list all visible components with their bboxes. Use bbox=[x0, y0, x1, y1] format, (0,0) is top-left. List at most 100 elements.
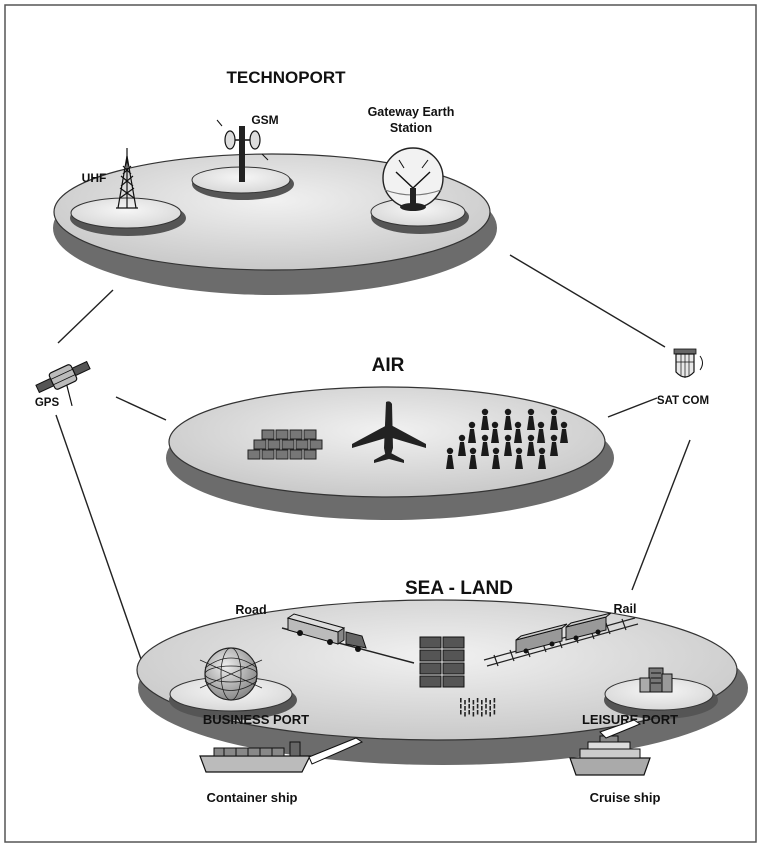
passenger-body bbox=[491, 429, 499, 443]
passenger-head bbox=[468, 421, 476, 429]
uhf-label: UHF bbox=[82, 171, 107, 185]
passenger-body bbox=[550, 416, 558, 430]
passenger-head bbox=[527, 434, 535, 442]
link-satcom-sealand bbox=[631, 439, 691, 591]
passenger-head bbox=[537, 421, 545, 429]
worker-figure bbox=[468, 698, 470, 703]
passenger-body bbox=[538, 455, 546, 469]
passenger-body bbox=[458, 442, 466, 456]
worker-figure bbox=[464, 712, 466, 717]
gateway-label-line1: Gateway Earth bbox=[368, 105, 455, 119]
worker-figure bbox=[468, 710, 470, 715]
passengers-icon bbox=[446, 408, 568, 469]
passenger-head bbox=[538, 447, 546, 455]
link-technoport-gps bbox=[57, 289, 114, 344]
worker-figure bbox=[464, 706, 466, 711]
passenger-head bbox=[514, 421, 522, 429]
connector-lines bbox=[55, 254, 691, 686]
passenger-body bbox=[504, 442, 512, 456]
worker-figure bbox=[460, 704, 462, 709]
passenger-head bbox=[446, 447, 454, 455]
worker-figure bbox=[464, 700, 466, 705]
satcom-satellite-icon bbox=[673, 348, 703, 378]
link-gps-air bbox=[115, 396, 167, 421]
passenger-head bbox=[515, 447, 523, 455]
worker-figure bbox=[493, 704, 496, 709]
worker-figure bbox=[481, 700, 483, 705]
passenger-body bbox=[527, 442, 535, 456]
passenger-head bbox=[458, 434, 466, 442]
worker-figure bbox=[472, 706, 475, 711]
cargo-containers-icon bbox=[247, 429, 323, 460]
passenger-head bbox=[481, 434, 489, 442]
leisure-port-label: LEISURE PORT bbox=[582, 712, 678, 727]
worker-figure bbox=[472, 712, 475, 717]
passenger-head bbox=[527, 408, 535, 416]
worker-figure bbox=[460, 710, 462, 715]
worker-figure bbox=[468, 704, 470, 709]
train-icon bbox=[515, 612, 612, 654]
air-title: AIR bbox=[372, 355, 405, 376]
passenger-head bbox=[492, 447, 500, 455]
cruise-ship-label: Cruise ship bbox=[590, 790, 661, 805]
business-port-globe-icon bbox=[199, 647, 263, 701]
leisure-port-buildings-icon bbox=[639, 667, 673, 693]
passenger-body bbox=[446, 455, 454, 469]
gsm-antenna-icon bbox=[216, 119, 269, 182]
passenger-body bbox=[481, 416, 489, 430]
worker-figure bbox=[476, 704, 479, 709]
passenger-body bbox=[468, 429, 476, 443]
worker-figure bbox=[489, 712, 491, 717]
satcom-label: SAT COM bbox=[657, 395, 709, 407]
passenger-head bbox=[469, 447, 477, 455]
passenger-body bbox=[537, 429, 545, 443]
passenger-body bbox=[514, 429, 522, 443]
gsm-label: GSM bbox=[251, 113, 278, 127]
passenger-body bbox=[481, 442, 489, 456]
worker-figure bbox=[489, 706, 491, 711]
road-label: Road bbox=[235, 603, 266, 617]
passenger-head bbox=[504, 408, 512, 416]
workers-icon bbox=[460, 698, 496, 717]
business-port-label: BUSINESS PORT bbox=[203, 712, 309, 727]
container-ship-icon bbox=[199, 737, 364, 773]
passenger-head bbox=[491, 421, 499, 429]
passenger-head bbox=[560, 421, 568, 429]
truck-icon bbox=[286, 613, 367, 652]
gateway-earth-station-icon bbox=[382, 147, 444, 211]
passenger-body bbox=[550, 442, 558, 456]
passenger-body bbox=[527, 416, 535, 430]
link-air-satcom bbox=[607, 397, 658, 418]
technoport-platform bbox=[53, 153, 497, 295]
worker-figure bbox=[476, 710, 479, 715]
gps-satellite-icon bbox=[35, 360, 91, 407]
passenger-head bbox=[481, 408, 489, 416]
worker-figure bbox=[472, 700, 475, 705]
gateway-label-line2: Station bbox=[390, 121, 432, 135]
worker-figure bbox=[485, 698, 487, 703]
page-frame bbox=[4, 4, 757, 843]
warehouse-building-icon bbox=[419, 636, 465, 688]
worker-figure bbox=[460, 698, 462, 703]
link-gps-sealand bbox=[55, 414, 151, 686]
passenger-body bbox=[469, 455, 477, 469]
worker-figure bbox=[485, 704, 487, 709]
passenger-body bbox=[515, 455, 523, 469]
worker-figure bbox=[493, 710, 496, 715]
passenger-head bbox=[504, 434, 512, 442]
worker-figure bbox=[476, 698, 479, 703]
passenger-body bbox=[560, 429, 568, 443]
technoport-title: TECHNOPORT bbox=[227, 68, 347, 87]
sea-land-platform bbox=[136, 599, 748, 765]
sea-land-title: SEA - LAND bbox=[405, 578, 513, 599]
link-technoport-satcom bbox=[509, 254, 666, 348]
passenger-body bbox=[492, 455, 500, 469]
worker-figure bbox=[481, 706, 483, 711]
gps-label: GPS bbox=[35, 397, 60, 409]
passenger-body bbox=[504, 416, 512, 430]
passenger-head bbox=[550, 434, 558, 442]
passenger-head bbox=[550, 408, 558, 416]
worker-figure bbox=[485, 710, 487, 715]
